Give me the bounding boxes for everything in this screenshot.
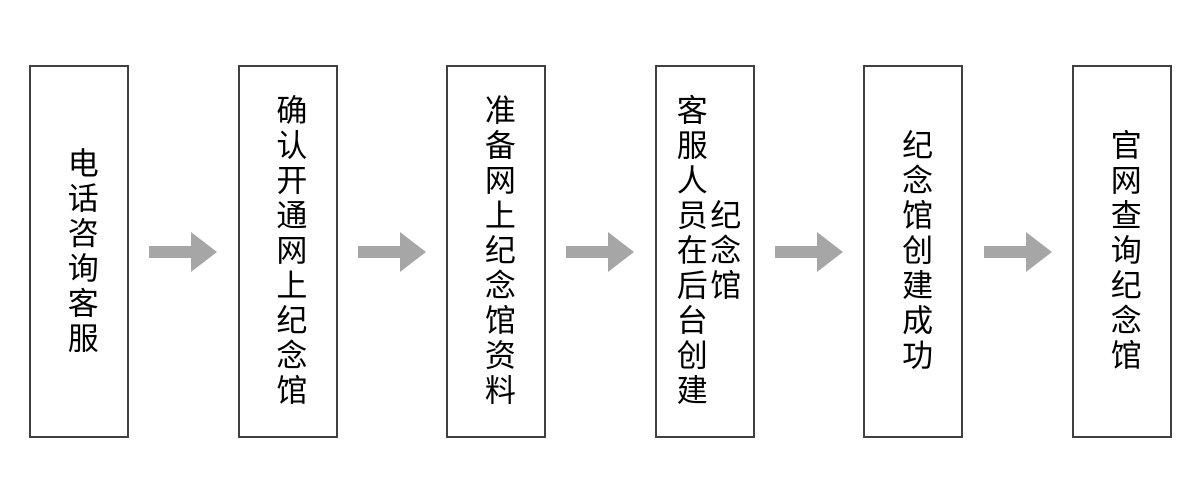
flowchart-step-sequence: 电话咨询客服 确认开通网上纪念馆 准备网上纪念馆资料 xyxy=(29,65,1172,438)
right-arrow-icon xyxy=(983,231,1052,272)
flow-node-label-step-4: 客服人员在后台创建纪念馆 xyxy=(670,94,741,409)
flow-node-step-5[interactable]: 纪念馆创建成功 xyxy=(863,65,964,438)
arrow-shaft xyxy=(775,245,820,258)
arrow-head xyxy=(399,231,426,272)
right-arrow-icon xyxy=(775,231,844,272)
flow-node-step-6[interactable]: 官网查询纪念馆 xyxy=(1071,65,1172,438)
arrow-head xyxy=(817,231,844,272)
arrow-head xyxy=(608,231,635,272)
arrow-shaft xyxy=(149,245,194,258)
flow-node-step-2[interactable]: 确认开通网上纪念馆 xyxy=(237,65,338,438)
flow-node-label-step-2: 确认开通网上纪念馆 xyxy=(270,94,307,409)
flow-node-label-step-3: 准备网上纪念馆资料 xyxy=(478,94,515,409)
arrow-head xyxy=(191,231,218,272)
flow-arrow-3 xyxy=(566,65,635,438)
flow-arrow-4 xyxy=(775,65,844,438)
flow-node-label-step-6: 官网查询纪念馆 xyxy=(1104,129,1141,374)
flow-arrow-5 xyxy=(983,65,1052,438)
arrow-shaft xyxy=(983,245,1028,258)
right-arrow-icon xyxy=(149,231,218,272)
arrow-shaft xyxy=(566,245,611,258)
flow-arrow-1 xyxy=(149,65,218,438)
flow-node-step-1[interactable]: 电话咨询客服 xyxy=(29,65,129,438)
flow-node-step-4[interactable]: 客服人员在后台创建纪念馆 xyxy=(654,65,755,438)
flow-node-step-3[interactable]: 准备网上纪念馆资料 xyxy=(446,65,547,438)
flow-node-label-step-5: 纪念馆创建成功 xyxy=(896,129,933,374)
right-arrow-icon xyxy=(566,231,635,272)
right-arrow-icon xyxy=(357,231,426,272)
flow-arrow-2 xyxy=(357,65,426,438)
flow-node-label-step-1: 电话咨询客服 xyxy=(61,146,98,357)
arrow-shaft xyxy=(357,245,402,258)
arrow-head xyxy=(1025,231,1052,272)
